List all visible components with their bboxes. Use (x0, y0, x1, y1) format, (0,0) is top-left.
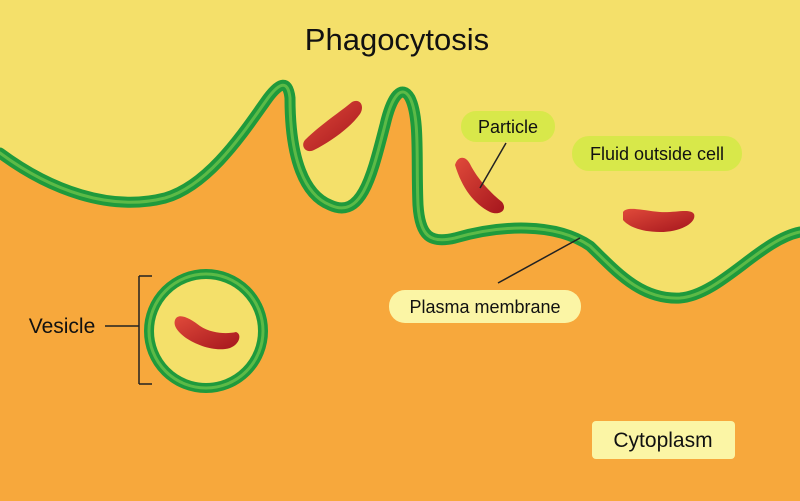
membrane-label-box (389, 290, 581, 323)
vesicle-particle (174, 316, 240, 350)
vesicle-label: Vesicle (29, 315, 96, 338)
particle-label: Particle (478, 117, 538, 137)
outside-fluid-region (0, 0, 800, 299)
particle-pointer-line (479, 142, 507, 189)
fluid-outside-cell-label: Fluid outside cell (590, 144, 724, 164)
plasma-membrane-label: Plasma membrane (409, 297, 560, 317)
particle-2 (455, 157, 505, 214)
particle-3 (623, 208, 695, 232)
vesicle-membrane-highlight (147, 272, 265, 390)
cytoplasm-label: Cytoplasm (613, 429, 712, 452)
particle-1 (303, 100, 363, 152)
plasma-membrane-highlight (0, 83, 800, 300)
cytoplasm-label-box (592, 421, 735, 459)
page-title: Phagocytosis (305, 22, 489, 57)
membrane-pointer-line (497, 237, 581, 284)
fluid-label-box (572, 136, 742, 171)
particle-label-box (461, 111, 555, 142)
vesicle-bracket (105, 275, 152, 385)
